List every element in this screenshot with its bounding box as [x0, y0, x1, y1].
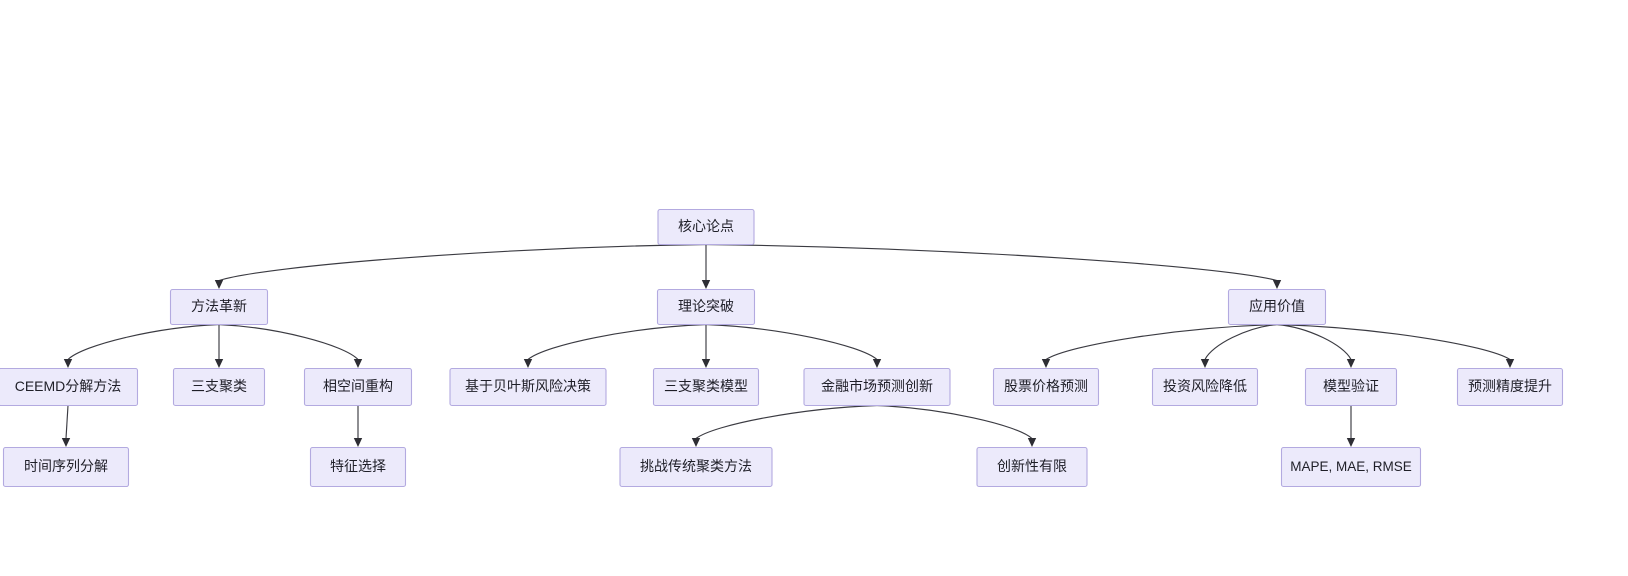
node-label-b2: 三支聚类模型 [664, 378, 748, 394]
edge-arrowhead [214, 280, 224, 289]
edge-a1-to-d1 [65, 405, 69, 439]
edge-root-to-m1 [218, 243, 707, 282]
node-label-d4: 创新性有限 [997, 458, 1067, 474]
edge-m1-to-a1 [67, 323, 220, 360]
node-label-d1: 时间序列分解 [24, 458, 108, 474]
node-b3[interactable]: 金融市场预测创新 [803, 367, 951, 407]
node-c1[interactable]: 股票价格预测 [992, 367, 1100, 407]
edge-m1-to-a3 [218, 323, 359, 360]
node-label-a2: 三支聚类 [191, 378, 247, 394]
node-label-d2: 特征选择 [330, 458, 386, 474]
edge-m3-to-c3 [1276, 323, 1352, 360]
node-label-b3: 金融市场预测创新 [821, 378, 933, 394]
node-box-d3[interactable] [619, 446, 773, 488]
edge-arrowhead [353, 438, 363, 447]
node-label-m3: 应用价值 [1249, 298, 1305, 314]
node-label-a1: CEEMD分解方法 [15, 378, 122, 394]
edge-arrowhead [353, 359, 363, 368]
edge-arrowhead [872, 359, 882, 368]
node-m3[interactable]: 应用价值 [1227, 288, 1327, 326]
edge-b3-to-d4 [876, 404, 1033, 439]
edge-arrowhead [1272, 280, 1282, 289]
edge-arrowhead [1505, 359, 1515, 368]
node-box-c1[interactable] [992, 367, 1100, 407]
edge-arrowhead [1346, 438, 1356, 447]
node-label-c4: 预测精度提升 [1468, 378, 1552, 394]
edge-m2-to-b1 [527, 323, 707, 360]
node-label-c2: 投资风险降低 [1163, 378, 1247, 394]
edge-arrowhead [63, 359, 73, 368]
node-box-d1[interactable] [2, 446, 130, 488]
edge-arrowhead [1346, 359, 1356, 368]
node-d4[interactable]: 创新性有限 [976, 446, 1088, 488]
node-root[interactable]: 核心论点 [657, 208, 755, 246]
node-label-m1: 方法革新 [191, 298, 247, 314]
edge-arrowhead [1200, 359, 1210, 368]
node-box-b1[interactable] [449, 367, 607, 407]
edge-arrowhead [61, 438, 71, 447]
node-m2[interactable]: 理论突破 [656, 288, 756, 326]
node-label-d5: MAPE, MAE, RMSE [1290, 459, 1412, 474]
edge-arrowhead [214, 359, 224, 368]
node-box-d4[interactable] [976, 446, 1088, 488]
edge-m3-to-c1 [1045, 323, 1278, 360]
node-box-d5[interactable] [1280, 446, 1422, 488]
node-box-b3[interactable] [803, 367, 951, 407]
node-label-a3: 相空间重构 [323, 378, 393, 394]
node-box-m2[interactable] [656, 288, 756, 326]
edge-m3-to-c4 [1276, 323, 1511, 360]
node-box-a2[interactable] [172, 367, 266, 407]
edge-m2-to-b3 [705, 323, 878, 360]
node-m1[interactable]: 方法革新 [169, 288, 269, 326]
edge-arrowhead [691, 438, 701, 447]
edge-arrowhead [701, 359, 711, 368]
node-b2[interactable]: 三支聚类模型 [652, 367, 760, 407]
node-box-d2[interactable] [309, 446, 407, 488]
edge-m3-to-c2 [1204, 323, 1278, 360]
edge-root-to-m3 [705, 243, 1278, 282]
node-box-m3[interactable] [1227, 288, 1327, 326]
node-d1[interactable]: 时间序列分解 [2, 446, 130, 488]
node-a1[interactable]: CEEMD分解方法 [0, 367, 139, 407]
edge-arrowhead [523, 359, 533, 368]
node-d5[interactable]: MAPE, MAE, RMSE [1280, 446, 1422, 488]
node-box-b2[interactable] [652, 367, 760, 407]
edge-arrowhead [1041, 359, 1051, 368]
node-box-root[interactable] [657, 208, 755, 246]
node-label-m2: 理论突破 [678, 298, 734, 314]
node-box-c4[interactable] [1456, 367, 1564, 407]
edge-layer [61, 243, 1515, 447]
node-label-b1: 基于贝叶斯风险决策 [465, 378, 591, 394]
node-d2[interactable]: 特征选择 [309, 446, 407, 488]
node-box-c2[interactable] [1151, 367, 1259, 407]
node-b1[interactable]: 基于贝叶斯风险决策 [449, 367, 607, 407]
edge-arrowhead [701, 280, 711, 289]
node-c2[interactable]: 投资风险降低 [1151, 367, 1259, 407]
node-c3[interactable]: 模型验证 [1304, 367, 1398, 407]
edge-b3-to-d3 [695, 404, 878, 439]
node-d3[interactable]: 挑战传统聚类方法 [619, 446, 773, 488]
node-box-a3[interactable] [303, 367, 413, 407]
node-label-c1: 股票价格预测 [1004, 378, 1088, 394]
node-label-root: 核心论点 [678, 218, 734, 234]
node-box-m1[interactable] [169, 288, 269, 326]
node-box-c3[interactable] [1304, 367, 1398, 407]
node-label-c3: 模型验证 [1323, 378, 1379, 394]
node-box-a1[interactable] [0, 367, 139, 407]
edge-arrowhead [1027, 438, 1037, 447]
node-label-d3: 挑战传统聚类方法 [640, 458, 752, 474]
node-c4[interactable]: 预测精度提升 [1456, 367, 1564, 407]
node-a2[interactable]: 三支聚类 [172, 367, 266, 407]
node-a3[interactable]: 相空间重构 [303, 367, 413, 407]
